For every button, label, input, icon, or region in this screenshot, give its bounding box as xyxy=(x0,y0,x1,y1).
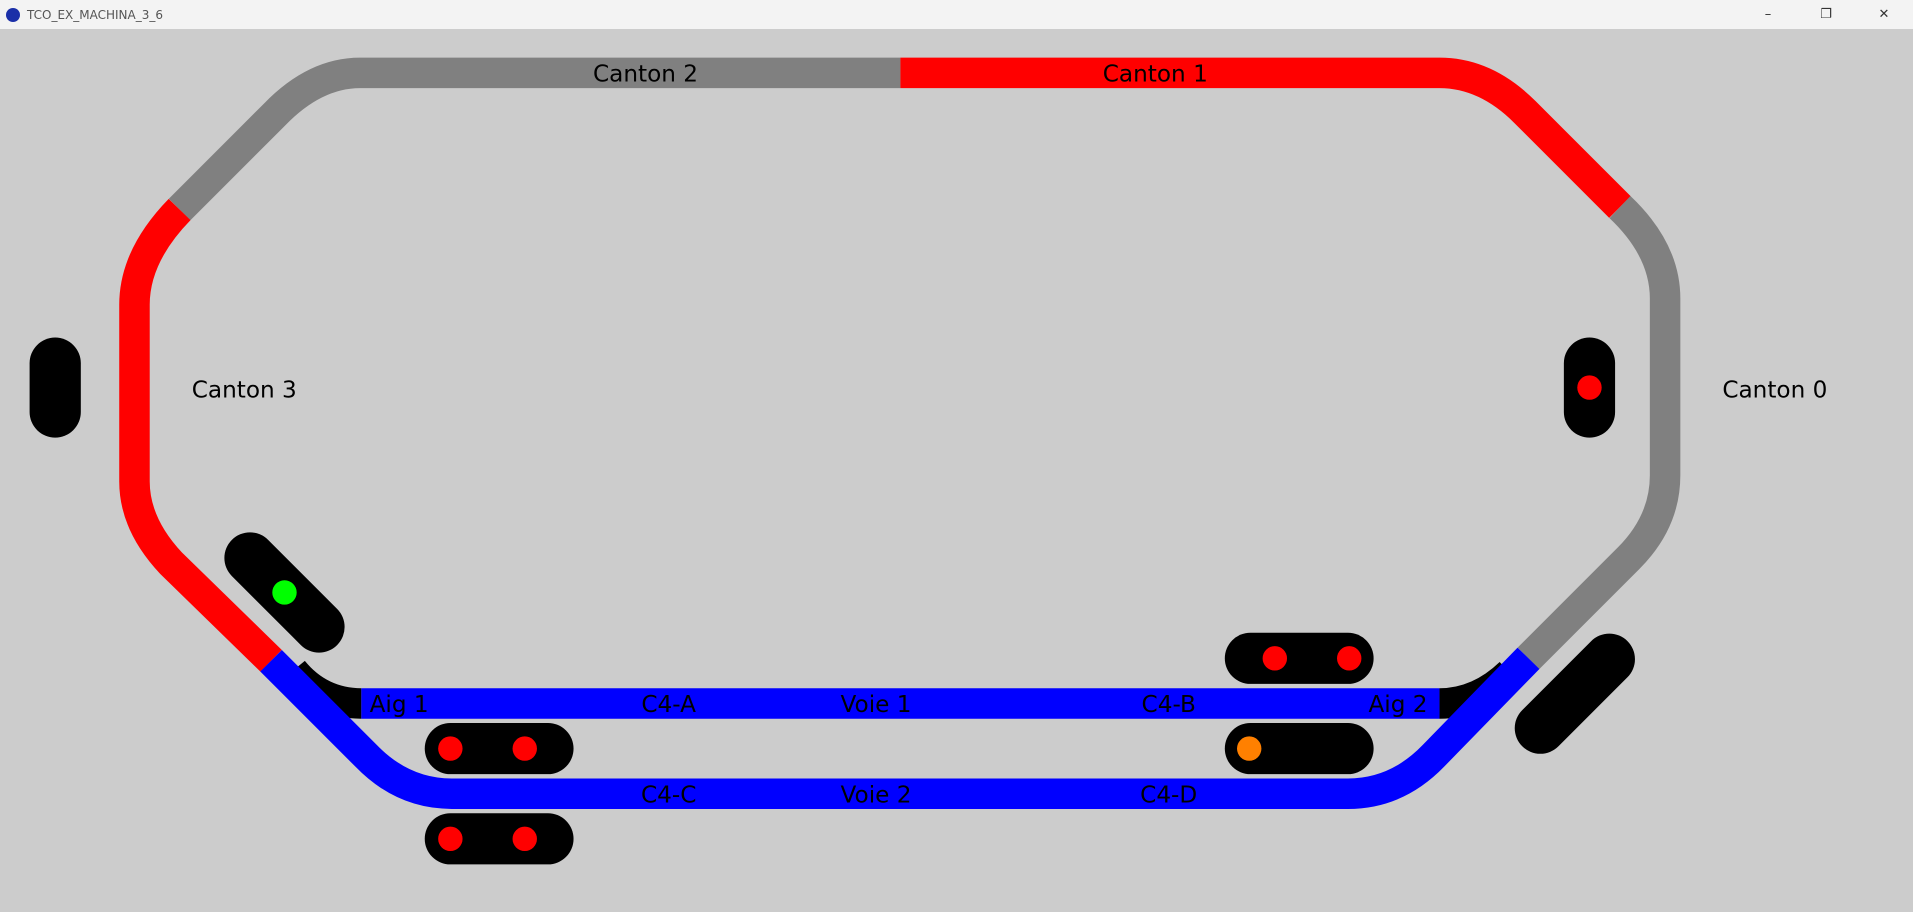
aig-1-label: Aig 1 xyxy=(370,691,429,718)
signal-light-orange xyxy=(1237,736,1262,761)
title-bar: TCO_EX_MACHINA_3_6 – ❐ ✕ xyxy=(0,0,1913,29)
signal-canton-0[interactable] xyxy=(1563,337,1616,438)
voie-1-label: Voie 1 xyxy=(841,691,912,718)
signal-light-red xyxy=(1577,375,1602,400)
voie-2-label: Voie 2 xyxy=(841,781,912,808)
signal-canton-3[interactable] xyxy=(214,522,355,663)
canton-3-track[interactable] xyxy=(119,198,282,672)
signal-light-red xyxy=(438,736,463,761)
c4-a-label: C4-A xyxy=(641,691,696,718)
canton-2-track[interactable] xyxy=(168,57,901,221)
canton-0-track[interactable] xyxy=(1517,195,1681,670)
signal-light-red xyxy=(1337,646,1362,671)
minimize-button[interactable]: – xyxy=(1764,7,1772,22)
signal-light-red xyxy=(438,826,463,852)
canton-0-label: Canton 0 xyxy=(1722,377,1827,404)
aig-2-label: Aig 2 xyxy=(1368,691,1427,718)
canton-1-label: Canton 1 xyxy=(1103,61,1208,88)
canton-2-label: Canton 2 xyxy=(593,61,698,88)
signal-light-green xyxy=(272,580,297,605)
track-diagram: Canton 2 Canton 1 Canton 3 Canton 0 Aig … xyxy=(0,29,1913,912)
canton-3-label: Canton 3 xyxy=(192,377,297,404)
c4-b-label: C4-B xyxy=(1142,691,1196,718)
app-icon xyxy=(6,7,20,22)
voie-2-track[interactable] xyxy=(260,647,1540,809)
signal-voie-1-right[interactable] xyxy=(1224,632,1374,684)
signal-aig-2[interactable] xyxy=(1504,623,1645,764)
signal-light-red xyxy=(512,736,537,761)
signal-voie-2-left[interactable] xyxy=(424,813,574,865)
close-button[interactable]: ✕ xyxy=(1878,7,1890,22)
canton-1-track[interactable] xyxy=(900,57,1631,218)
window-title: TCO_EX_MACHINA_3_6 xyxy=(27,7,164,22)
signal-left-vertical[interactable] xyxy=(29,337,81,438)
signal-voie-1-left[interactable] xyxy=(424,722,574,775)
restore-button[interactable]: ❐ xyxy=(1820,7,1832,22)
signal-voie-2-right[interactable] xyxy=(1224,722,1374,775)
signal-light-red xyxy=(1262,646,1288,671)
c4-d-label: C4-D xyxy=(1140,781,1197,808)
signal-light-red xyxy=(512,826,537,852)
c4-c-label: C4-C xyxy=(641,781,696,808)
